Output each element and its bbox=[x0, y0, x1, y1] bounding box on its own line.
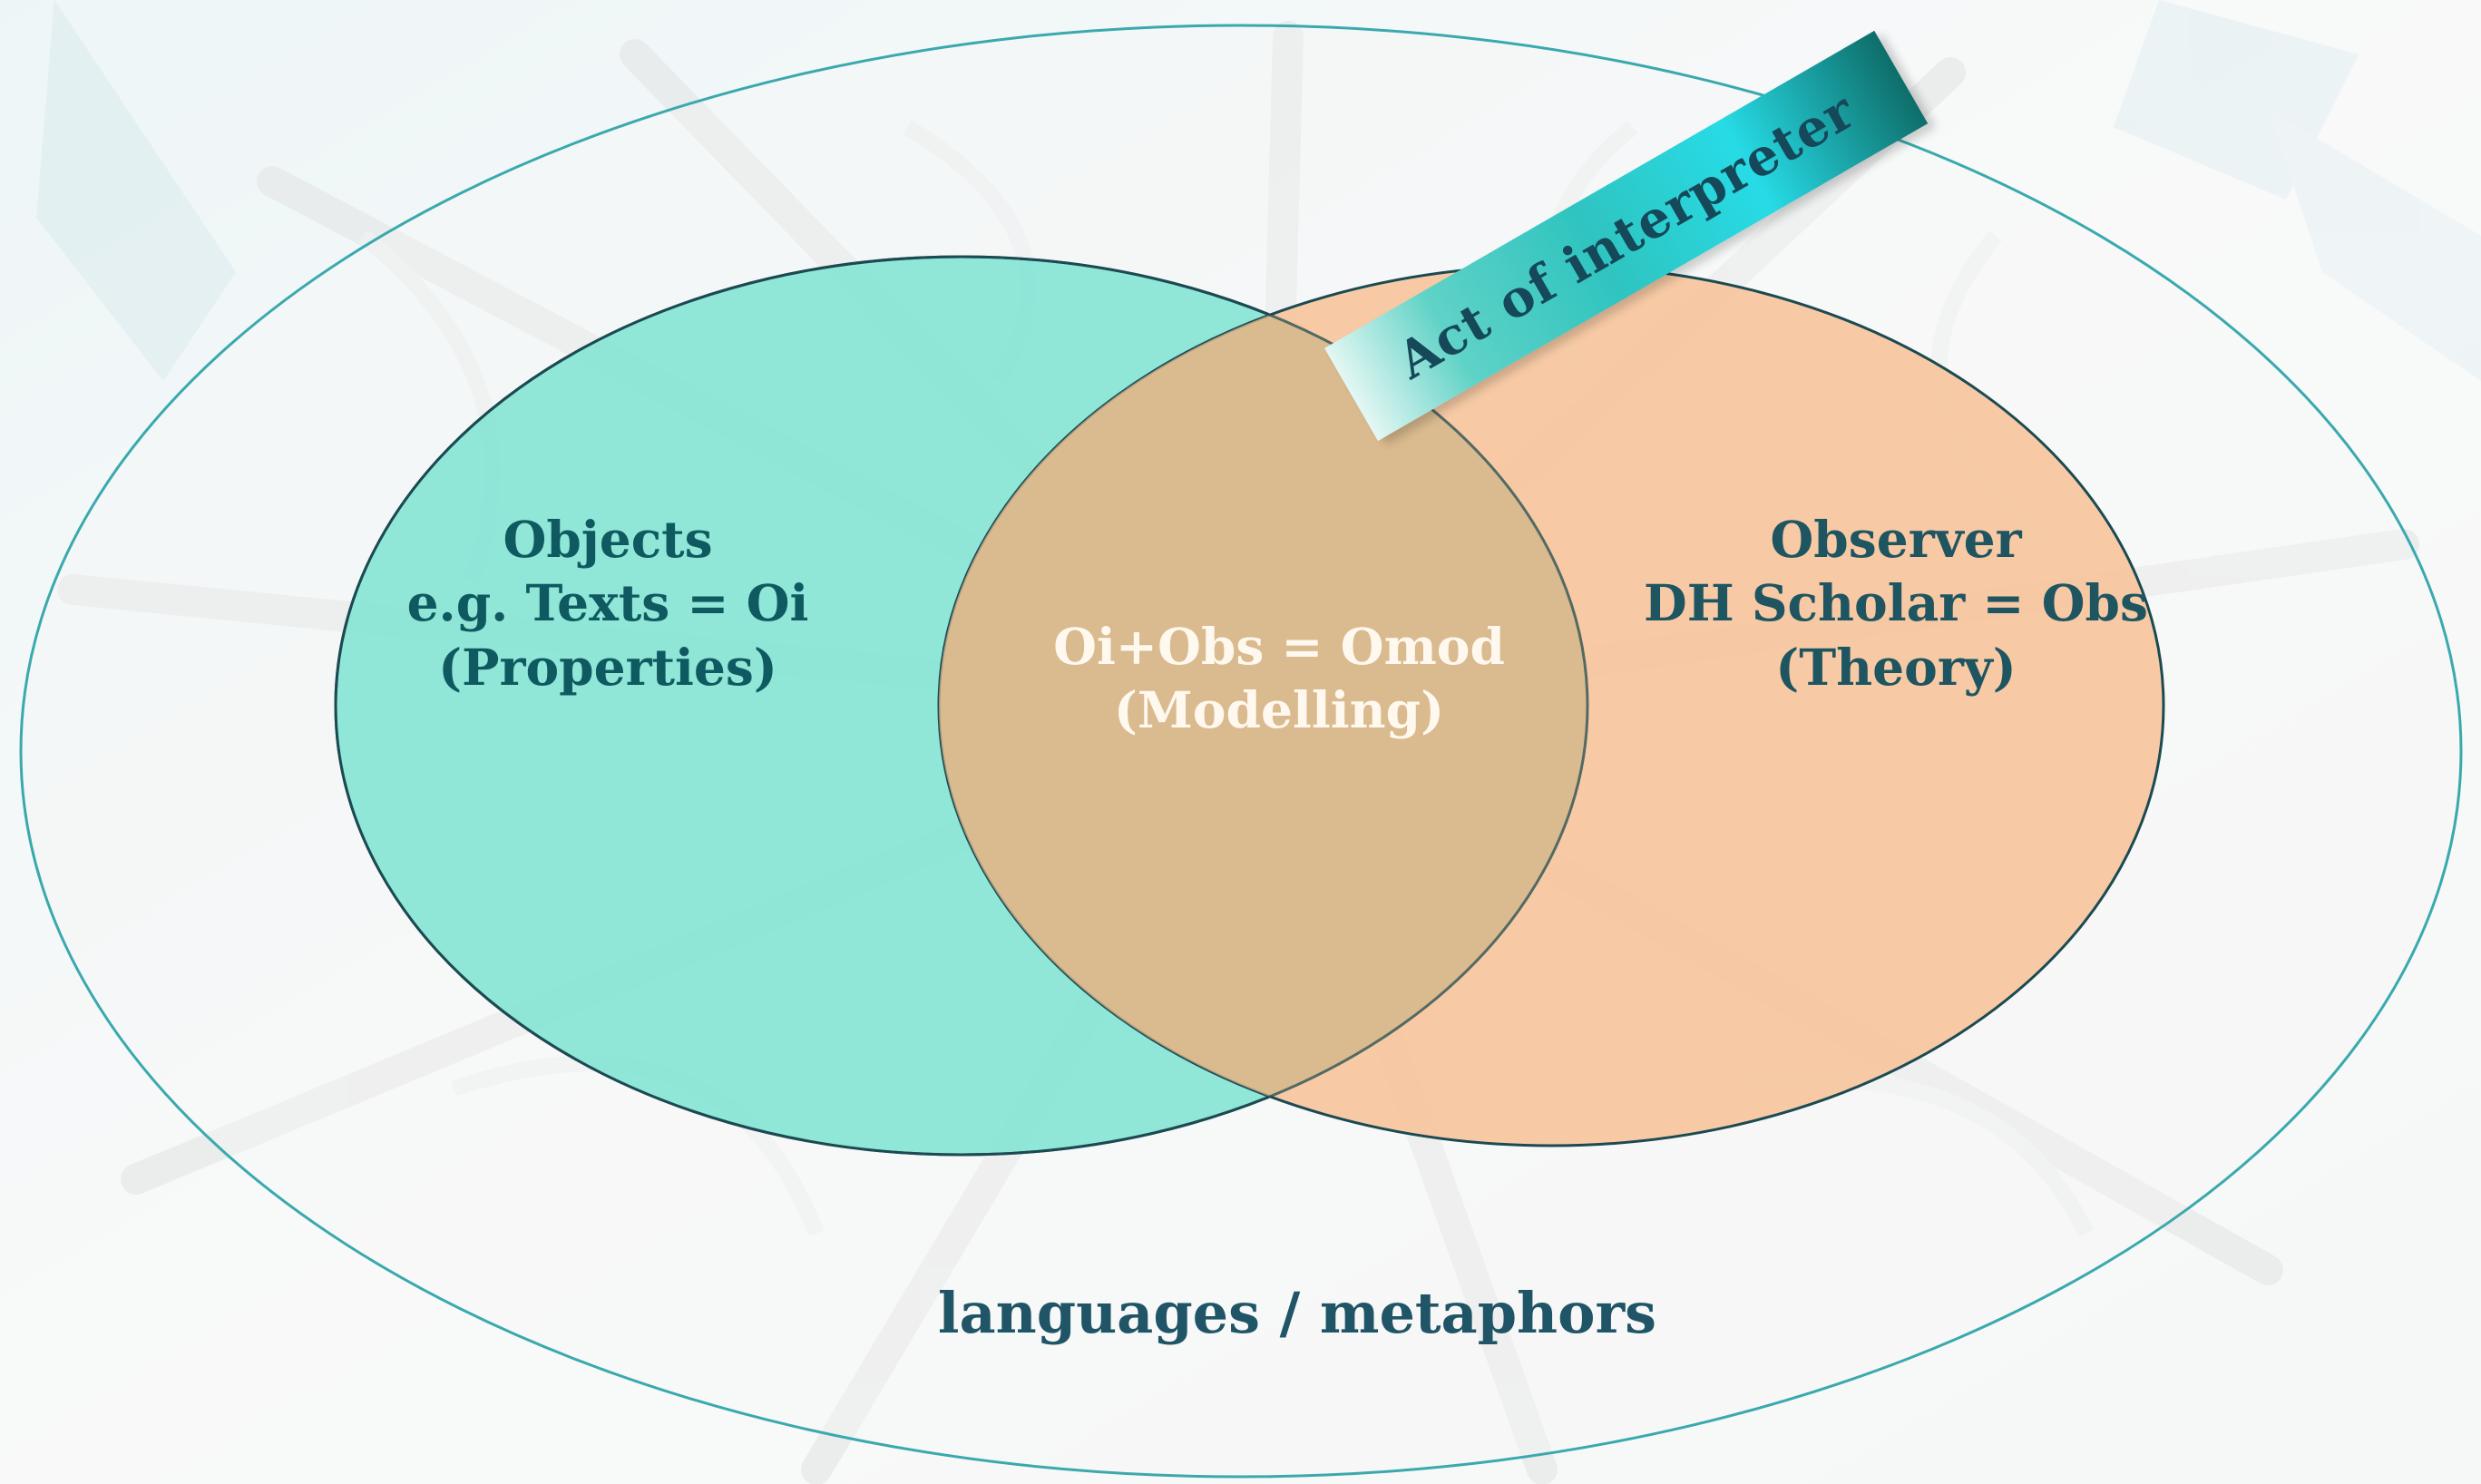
observer-theory: (Theory) bbox=[1775, 637, 2017, 697]
overlap-label: Oi+Obs = Omod (Modelling) bbox=[1007, 615, 1551, 743]
observer-title: Observer bbox=[1770, 510, 2022, 569]
objects-title: Objects bbox=[503, 510, 713, 569]
observer-label: Observer DH Scholar = Obs (Theory) bbox=[1624, 508, 2168, 699]
overlap-formula: Oi+Obs = Omod bbox=[1053, 617, 1505, 676]
objects-example: e.g. Texts = Oi bbox=[406, 573, 809, 633]
overlap-region bbox=[939, 266, 1587, 1146]
objects-label: Objects e.g. Texts = Oi (Properties) bbox=[336, 508, 880, 699]
objects-properties: (Properties) bbox=[438, 637, 777, 697]
objects-circle-outline bbox=[334, 255, 1589, 1157]
overlap-modelling: (Modelling) bbox=[1113, 680, 1445, 740]
observer-example: DH Scholar = Obs bbox=[1644, 573, 2148, 633]
outer-ellipse-label: languages / metaphors bbox=[937, 1280, 1657, 1346]
